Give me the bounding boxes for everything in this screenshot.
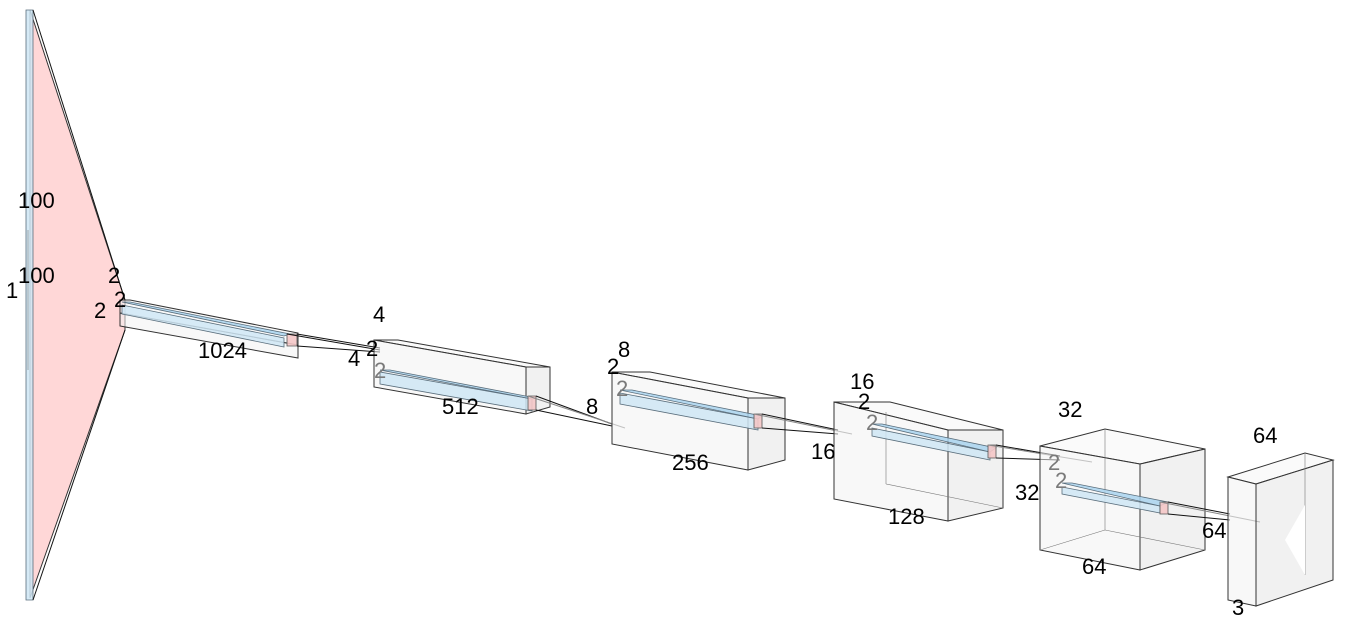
encoder-stage-4: 16 2 16 128 2 [811, 369, 1093, 529]
encoder-stage-1: 2 2 2 1024 [94, 263, 381, 363]
output-depth-label: 3 [1232, 595, 1244, 620]
stage-4-channels: 16 [850, 369, 874, 394]
stage-5-length: 64 [1082, 554, 1106, 579]
stage-3-kernel-w: 8 [586, 394, 598, 419]
stage-5-kernel-w: 32 [1015, 480, 1039, 505]
stage-5-channels: 32 [1058, 397, 1082, 422]
input-layer: 100 100 1 [6, 9, 126, 601]
input-depth-label: 1 [6, 278, 18, 303]
stage-3-length: 256 [672, 450, 709, 475]
encoder-stage-3: 2 8 8 256 2 [586, 337, 853, 475]
stage-1-kernel-h: 2 [108, 263, 120, 288]
input-funnel [29, 9, 126, 599]
stage-4-kernel-w: 16 [811, 439, 835, 464]
stage-1-length: 1024 [198, 338, 247, 363]
stage-2-kernel-h: 2 [366, 336, 378, 361]
stage-2-channels: 4 [373, 302, 385, 327]
stage-4-kernel-h: 2 [858, 389, 870, 414]
stage-2-length: 512 [442, 394, 479, 419]
stage-2-kernel-w: 4 [348, 346, 360, 371]
svg-text:2: 2 [616, 376, 628, 401]
encoder-stage-2: 4 4 2 512 2 [348, 302, 626, 429]
stage-4-slab [871, 427, 991, 461]
svg-text:2: 2 [374, 358, 386, 383]
output-input-width-label: 64 [1202, 518, 1226, 543]
stage-3-slab [619, 392, 759, 431]
output-width-label: 64 [1253, 423, 1277, 448]
stage-3-kernel-h: 2 [607, 354, 619, 379]
stage-2-slab [379, 371, 533, 412]
encoder-stage-5: 32 2 32 64 2 [1015, 397, 1261, 579]
stage-4-kernel [987, 444, 997, 459]
svg-text:2: 2 [1055, 468, 1067, 493]
stage-1-channels: 2 [114, 287, 126, 312]
stage-5-kernel-h: 2 [1048, 450, 1060, 475]
input-slab-front [25, 9, 34, 601]
input-height-label: 100 [18, 188, 55, 213]
stage-1-kernel-w: 2 [94, 298, 106, 323]
stage-3-channels: 8 [618, 337, 630, 362]
svg-text:2: 2 [866, 410, 878, 435]
stage-3-kernel [753, 413, 763, 429]
stage-4-length: 128 [888, 504, 925, 529]
input-width-label: 100 [18, 263, 55, 288]
output-layer: 64 3 64 [1202, 423, 1335, 620]
